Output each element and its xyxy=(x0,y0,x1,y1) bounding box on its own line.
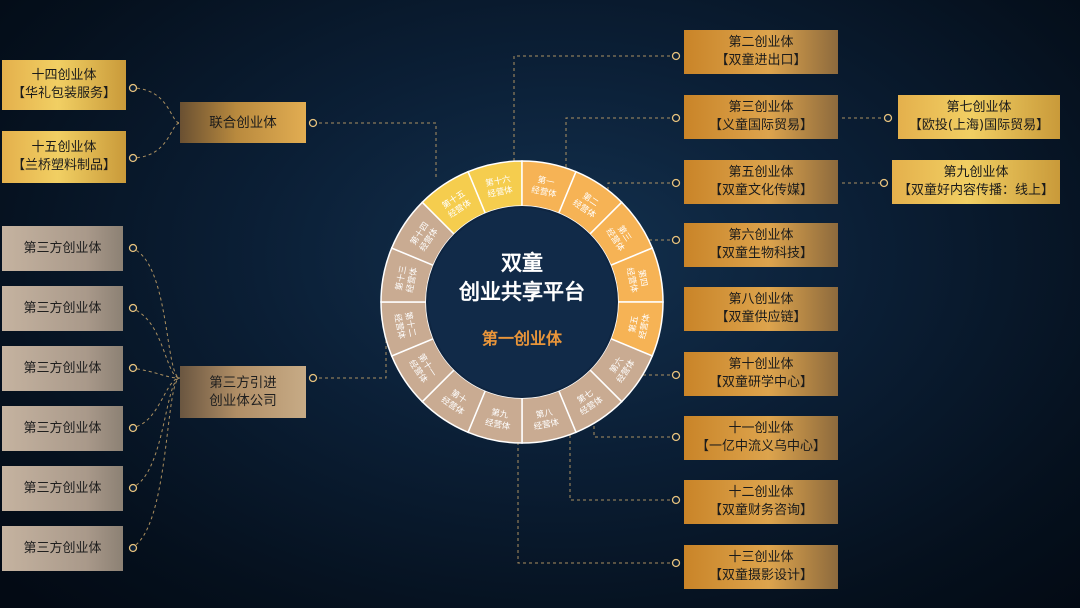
right-box-title: 第十创业体 xyxy=(728,357,794,372)
right-box-title: 第二创业体 xyxy=(728,35,794,50)
right-box-sub: 【双童进出口】 xyxy=(715,53,807,68)
center-title-line1: 双童 xyxy=(501,251,543,275)
right-box-sub: 【双童财务咨询】 xyxy=(708,503,813,518)
third-party-label: 第三方创业体 xyxy=(23,480,102,496)
far-right-box-sub: 【欧投(上海)国际贸易】 xyxy=(908,118,1050,133)
ring-segment-number: 第一 xyxy=(537,174,556,188)
third-party-box[interactable]: 第三方创业体 xyxy=(2,346,123,391)
third-party-label: 第三方创业体 xyxy=(23,300,102,316)
right-box-6[interactable]: 第六创业体 【双童生物科技】 xyxy=(684,223,838,267)
third-party-box[interactable]: 第三方创业体 xyxy=(2,226,123,271)
ring-segment-number: 第五 xyxy=(627,314,641,333)
ring-segment-suffix: 经营体 xyxy=(404,266,420,294)
far-right-box-title: 第七创业体 xyxy=(946,100,1012,115)
ring-segments: 第十六经营体第一经营体第二经营体第三经营体第四经营体第五经营体第六经营体第七经营… xyxy=(380,160,664,444)
ring-segment-number: 第八 xyxy=(535,407,554,421)
right-box-5[interactable]: 第五创业体 【双童文化传媒】 xyxy=(684,160,838,204)
third-party-label: 第三方创业体 xyxy=(23,360,102,376)
ring-segment-number: 第九 xyxy=(490,407,509,421)
center-title-line2: 创业共享平台 xyxy=(458,280,585,304)
ring-segment-suffix: 经营体 xyxy=(484,417,512,433)
left-box-sub: 【华礼包装服务】 xyxy=(11,86,116,101)
right-box-sub: 【双童文化传媒】 xyxy=(708,183,813,198)
ring-segment-number: 第十二 xyxy=(402,311,418,339)
far-right-box-sub: 【双童好内容传播：线上】 xyxy=(897,183,1054,198)
far-right-box-7[interactable]: 第七创业体 【欧投(上海)国际贸易】 xyxy=(898,95,1060,139)
right-box-title: 第八创业体 xyxy=(728,292,794,307)
ring-segment-number: 第十三 xyxy=(393,264,409,291)
right-box-title: 十三创业体 xyxy=(728,550,794,565)
right-box-sub: 【双童研学中心】 xyxy=(708,375,813,390)
wheel-center-disc xyxy=(426,206,618,398)
third-party-label: 第三方创业体 xyxy=(23,540,102,556)
right-box-title: 十二创业体 xyxy=(728,485,794,500)
far-right-box-9[interactable]: 第九创业体 【双童好内容传播：线上】 xyxy=(892,160,1060,204)
right-box-3[interactable]: 第三创业体 【义童国际贸易】 xyxy=(684,95,838,139)
ring-segment-suffix: 经营体 xyxy=(487,184,515,200)
right-box-sub: 【双童摄影设计】 xyxy=(708,568,813,583)
right-box-title: 第六创业体 xyxy=(728,228,794,243)
left-box-sub: 【兰桥塑料制品】 xyxy=(11,158,116,173)
ring-segment-number: 第四 xyxy=(636,269,650,288)
center-subtitle: 第一创业体 xyxy=(482,329,563,348)
third-party-box[interactable]: 第三方创业体 xyxy=(2,466,123,511)
third-party-label: 第三方创业体 xyxy=(23,240,102,256)
right-box-title: 第三创业体 xyxy=(728,100,794,115)
right-box-sub: 【一亿中流义乌中心】 xyxy=(695,439,826,454)
left-box-15[interactable]: 十五创业体 【兰桥塑料制品】 xyxy=(2,131,126,183)
third-party-box[interactable]: 第三方创业体 xyxy=(2,286,123,331)
third-party-box[interactable]: 第三方创业体 xyxy=(2,526,123,571)
intro-line1: 第三方引进 xyxy=(209,375,277,391)
right-box-title: 十一创业体 xyxy=(728,421,794,436)
ring-segment-suffix: 经营体 xyxy=(392,313,408,341)
right-box-sub: 【义童国际贸易】 xyxy=(708,118,813,133)
left-box-14[interactable]: 十四创业体 【华礼包装服务】 xyxy=(2,60,126,110)
right-box-12[interactable]: 十二创业体 【双童财务咨询】 xyxy=(684,480,838,524)
right-box-sub: 【双童生物科技】 xyxy=(708,246,813,261)
left-box-title: 十四创业体 xyxy=(31,68,97,83)
far-right-box-title: 第九创业体 xyxy=(943,165,1009,180)
right-box-13[interactable]: 十三创业体 【双童摄影设计】 xyxy=(684,545,838,589)
right-box-2[interactable]: 第二创业体 【双童进出口】 xyxy=(684,30,838,74)
ring-segment-suffix: 经营体 xyxy=(530,184,558,200)
ring-segment-suffix: 经营体 xyxy=(533,417,561,433)
intro-line2: 创业体公司 xyxy=(209,393,277,409)
ring-segment-number: 第十六 xyxy=(484,173,512,189)
right-box-title: 第五创业体 xyxy=(728,165,794,180)
joint-venture-box[interactable]: 联合创业体 xyxy=(180,102,306,143)
ring-segment-suffix: 经营体 xyxy=(624,267,640,295)
left-box-title: 十五创业体 xyxy=(31,140,97,155)
joint-venture-label: 联合创业体 xyxy=(209,114,277,131)
third-party-label: 第三方创业体 xyxy=(23,420,102,436)
right-box-sub: 【双童供应链】 xyxy=(715,310,807,325)
ring-segment-suffix: 经营体 xyxy=(637,312,653,340)
right-box-10[interactable]: 第十创业体 【双童研学中心】 xyxy=(684,352,838,396)
right-box-11[interactable]: 十一创业体 【一亿中流义乌中心】 xyxy=(684,416,838,460)
right-box-8[interactable]: 第八创业体 【双童供应链】 xyxy=(684,287,838,331)
third-party-intro-box[interactable]: 第三方引进 创业体公司 xyxy=(180,366,306,418)
third-party-box[interactable]: 第三方创业体 xyxy=(2,406,123,451)
